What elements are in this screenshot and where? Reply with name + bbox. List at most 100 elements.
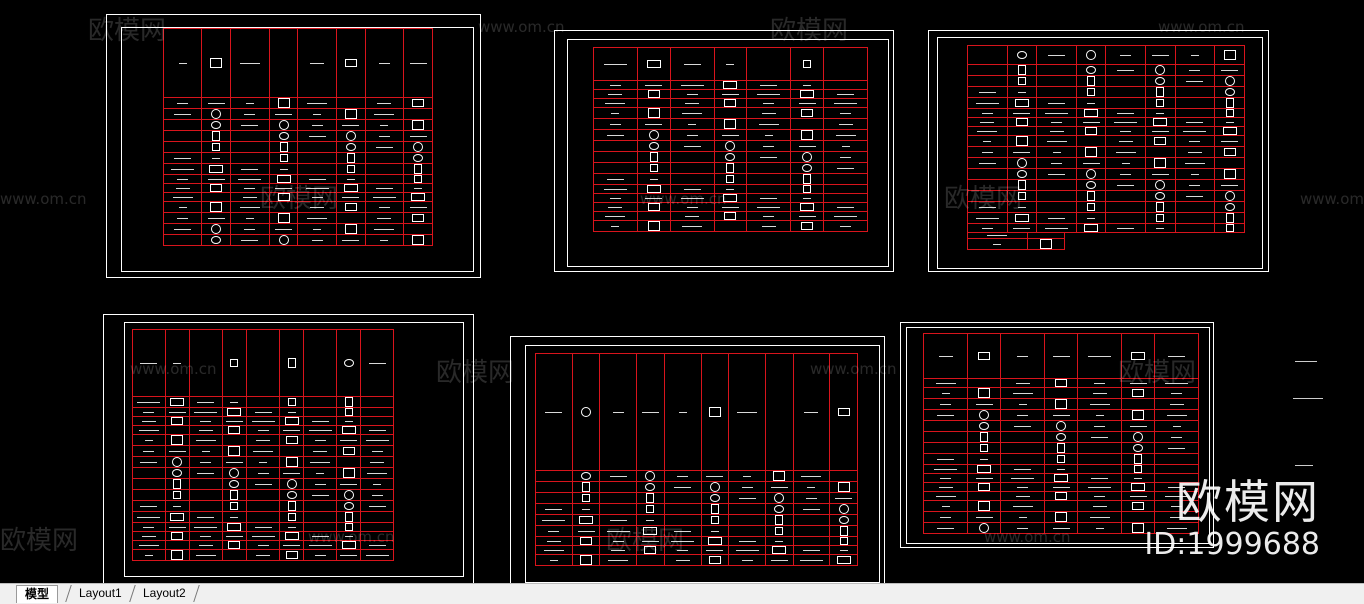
table-cell [268,152,299,164]
table-row [132,434,394,446]
legend-text-line [940,403,951,405]
table-cell [268,28,299,98]
table-cell [360,511,394,523]
table-cell [571,525,601,537]
legend-text-line [741,559,753,561]
table-cell [663,514,702,526]
legend-text-line [172,196,193,198]
legend-text-line [1129,425,1147,427]
legend-text-line [1088,355,1111,357]
electrical-symbol-icon [227,408,242,416]
table-row [162,223,433,235]
table-cell [1214,135,1245,147]
legend-text-line [340,554,358,556]
drawing-sheet-4[interactable] [103,314,474,585]
legend-text-line [311,420,329,422]
drawing-sheet-1[interactable] [106,14,481,278]
table-cell [1174,201,1216,213]
legend-text-line [177,217,189,219]
sheet-4-inner-frame [124,322,464,577]
table-cell [364,212,405,224]
symbol-legend-table [132,329,394,561]
table-cell [246,434,280,446]
legend-text-line [608,559,629,561]
table-cell [360,456,394,468]
electrical-symbol-icon [580,555,593,565]
table-row [967,201,1245,213]
legend-text-line [686,93,698,95]
table-cell [1044,378,1078,388]
drawing-sheet-3[interactable] [928,30,1269,272]
electrical-symbol-icon [1133,444,1143,452]
table-cell [669,151,715,163]
table-row [162,192,433,202]
electrical-symbol-icon [173,479,182,489]
table-cell [1174,190,1216,202]
table-cell [790,202,825,212]
brand-watermark: 欧模网 [1176,475,1320,529]
table-cell [246,456,280,468]
tab-model[interactable]: 模型 [16,585,59,603]
tab-layout1[interactable]: Layout1 [65,585,136,602]
electrical-symbol-icon [210,184,223,192]
electrical-symbol-icon [414,175,423,183]
table-cell [1145,64,1176,76]
legend-text-line [368,429,386,431]
legend-text-line [173,505,182,507]
table-cell [268,163,299,175]
table-cell [1105,45,1147,65]
legend-text-line [840,225,852,227]
table-cell [636,151,671,163]
legend-text-line [201,450,210,452]
table-cell [189,416,223,426]
legend-text-line [200,461,212,463]
legend-text-line [171,168,195,170]
table-row [132,522,394,532]
legend-text-line [798,145,816,147]
table-cell [164,478,191,490]
table-cell [303,511,337,523]
table-cell [403,174,433,184]
table-cell [829,514,858,526]
legend-text-line [368,544,386,546]
table-cell [1174,45,1216,65]
table-row [535,492,858,504]
electrical-symbol-icon [172,469,183,477]
table-cell [162,141,203,153]
legend-text-line [548,530,560,532]
electrical-symbol-icon [344,59,357,67]
legend-text-line [310,62,325,64]
table-cell [728,353,766,471]
model-space-canvas[interactable]: 欧模网 www.om.cn 欧模网 www.om.cn www.om.cn 欧模… [0,0,1364,585]
drawing-sheet-6[interactable] [900,322,1214,548]
table-cell [278,396,305,408]
legend-text-line [1014,425,1031,427]
legend-text-line [1088,486,1111,488]
drawing-sheet-2[interactable] [554,30,894,272]
legend-text-line [344,420,353,422]
tab-layout1-label: Layout1 [79,586,122,600]
table-row [132,456,394,468]
legend-text-line [378,206,390,208]
drawing-sheet-5[interactable] [510,336,885,585]
legend-text-line [738,497,756,499]
table-cell [599,492,638,504]
table-cell [1077,453,1122,465]
electrical-symbol-icon [725,141,736,151]
table-cell [1000,333,1045,379]
legend-text-line [1052,355,1070,357]
table-cell [360,407,394,417]
table-cell [335,416,362,426]
table-cell [1145,168,1176,180]
electrical-symbol-icon [1055,492,1067,500]
table-cell [923,431,968,443]
legend-text-line [1156,112,1165,114]
legend-text-line [225,535,243,537]
table-cell [571,353,601,471]
tab-layout2[interactable]: Layout2 [129,585,200,602]
legend-text-line [1057,468,1065,470]
table-cell [599,470,638,482]
legend-text-line [671,540,695,542]
table-cell [1174,108,1216,118]
electrical-symbol-icon [276,175,291,183]
